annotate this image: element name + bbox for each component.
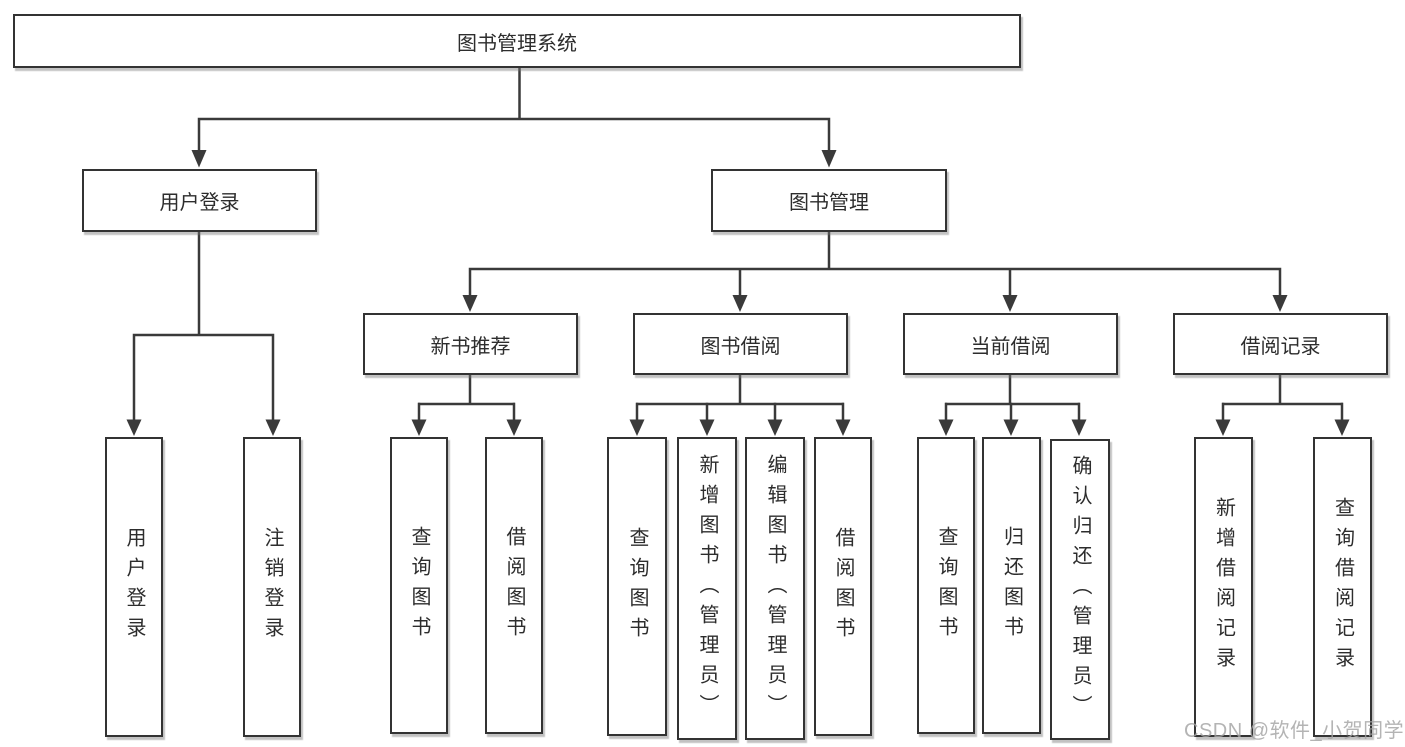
- node-leaf-nb-borrow-books: 借阅图书: [485, 437, 543, 734]
- node-label: 借阅图书: [503, 525, 525, 646]
- node-label: 注销登录: [261, 527, 283, 647]
- node-leaf-nb-query-books: 查询图书: [390, 437, 448, 734]
- node-label: 查询图书: [935, 525, 957, 646]
- node-label: 图书管理: [789, 192, 869, 214]
- node-user-login: 用户登录: [82, 169, 317, 232]
- node-leaf-user-login: 用户登录: [105, 437, 163, 737]
- node-loan-records: 借阅记录: [1173, 313, 1388, 375]
- node-label: 图书管理系统: [457, 32, 577, 55]
- connector-lines: [132, 68, 1344, 420]
- csdn-watermark: CSDN @软件_小贺同学: [1184, 720, 1405, 742]
- node-leaf-cur-query-books: 查询图书: [917, 437, 975, 734]
- node-leaf-logout: 注销登录: [243, 437, 301, 737]
- node-label: 归还图书: [1000, 525, 1023, 646]
- node-label: 借阅记录: [1240, 335, 1321, 358]
- arrowhead-icons: [126, 150, 1350, 436]
- node-leaf-rec-query-record: 查询借阅记录: [1313, 437, 1372, 737]
- node-label: 用户登录: [123, 527, 145, 647]
- node-label: 查询图书: [626, 526, 648, 647]
- node-leaf-bw-query-books: 查询图书: [607, 437, 667, 736]
- node-leaf-cur-confirm-return-admin: 确认归还（管理员）: [1050, 439, 1110, 740]
- node-leaf-bw-edit-books-admin: 编辑图书（管理员）: [745, 437, 805, 740]
- node-label: 查询图书: [408, 525, 430, 646]
- node-book-borrowing: 图书借阅: [633, 313, 848, 375]
- node-label: 查询借阅记录: [1331, 497, 1354, 677]
- node-new-book-recommend: 新书推荐: [363, 313, 578, 375]
- node-current-loans: 当前借阅: [903, 313, 1118, 375]
- node-label: 确认归还（管理员）: [1069, 454, 1091, 725]
- node-label: 新增借阅记录: [1212, 497, 1235, 677]
- node-label: 当前借阅: [970, 335, 1051, 358]
- node-label: 用户登录: [159, 192, 240, 214]
- node-leaf-cur-return-books: 归还图书: [982, 437, 1041, 734]
- node-label: 新增图书（管理员）: [696, 453, 718, 724]
- node-label: 编辑图书（管理员）: [764, 453, 786, 724]
- node-leaf-rec-add-record: 新增借阅记录: [1194, 437, 1253, 737]
- node-library-management-system: 图书管理系统: [13, 14, 1021, 68]
- node-label: 图书借阅: [700, 335, 781, 358]
- node-leaf-bw-borrow-books: 借阅图书: [814, 437, 872, 736]
- node-label: 借阅图书: [832, 526, 854, 647]
- node-label: 新书推荐: [430, 335, 511, 358]
- node-leaf-bw-add-books-admin: 新增图书（管理员）: [677, 437, 737, 740]
- node-book-management: 图书管理: [711, 169, 947, 232]
